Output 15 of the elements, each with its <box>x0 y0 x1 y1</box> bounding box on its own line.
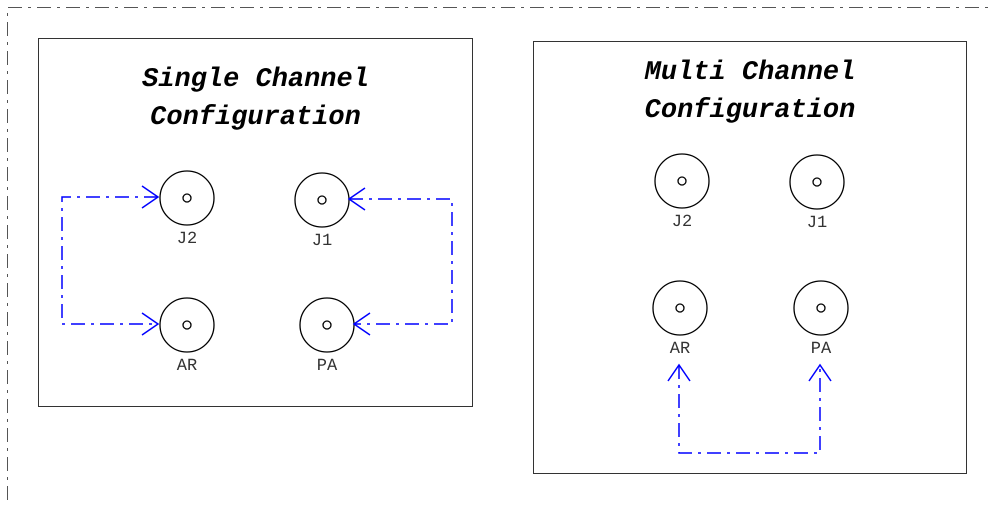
configuration-panel <box>38 38 473 407</box>
connector-label: AR <box>668 340 692 360</box>
connector-label: PA <box>316 357 338 377</box>
panel-title: Single Channel Configuration <box>141 64 370 135</box>
connector-label: AR <box>176 357 198 377</box>
connector-label: J2 <box>176 230 198 250</box>
connector-label: PA <box>810 340 832 360</box>
configuration-panel <box>533 41 967 474</box>
signal-arrow <box>348 187 453 336</box>
panel-title: Multi Channel Configuration <box>644 57 856 128</box>
connector-label: J1 <box>806 214 828 234</box>
signal-arrow <box>61 185 159 336</box>
connector-label: J2 <box>670 213 694 233</box>
connector-label: J1 <box>310 232 334 252</box>
signal-arrow <box>667 364 832 454</box>
